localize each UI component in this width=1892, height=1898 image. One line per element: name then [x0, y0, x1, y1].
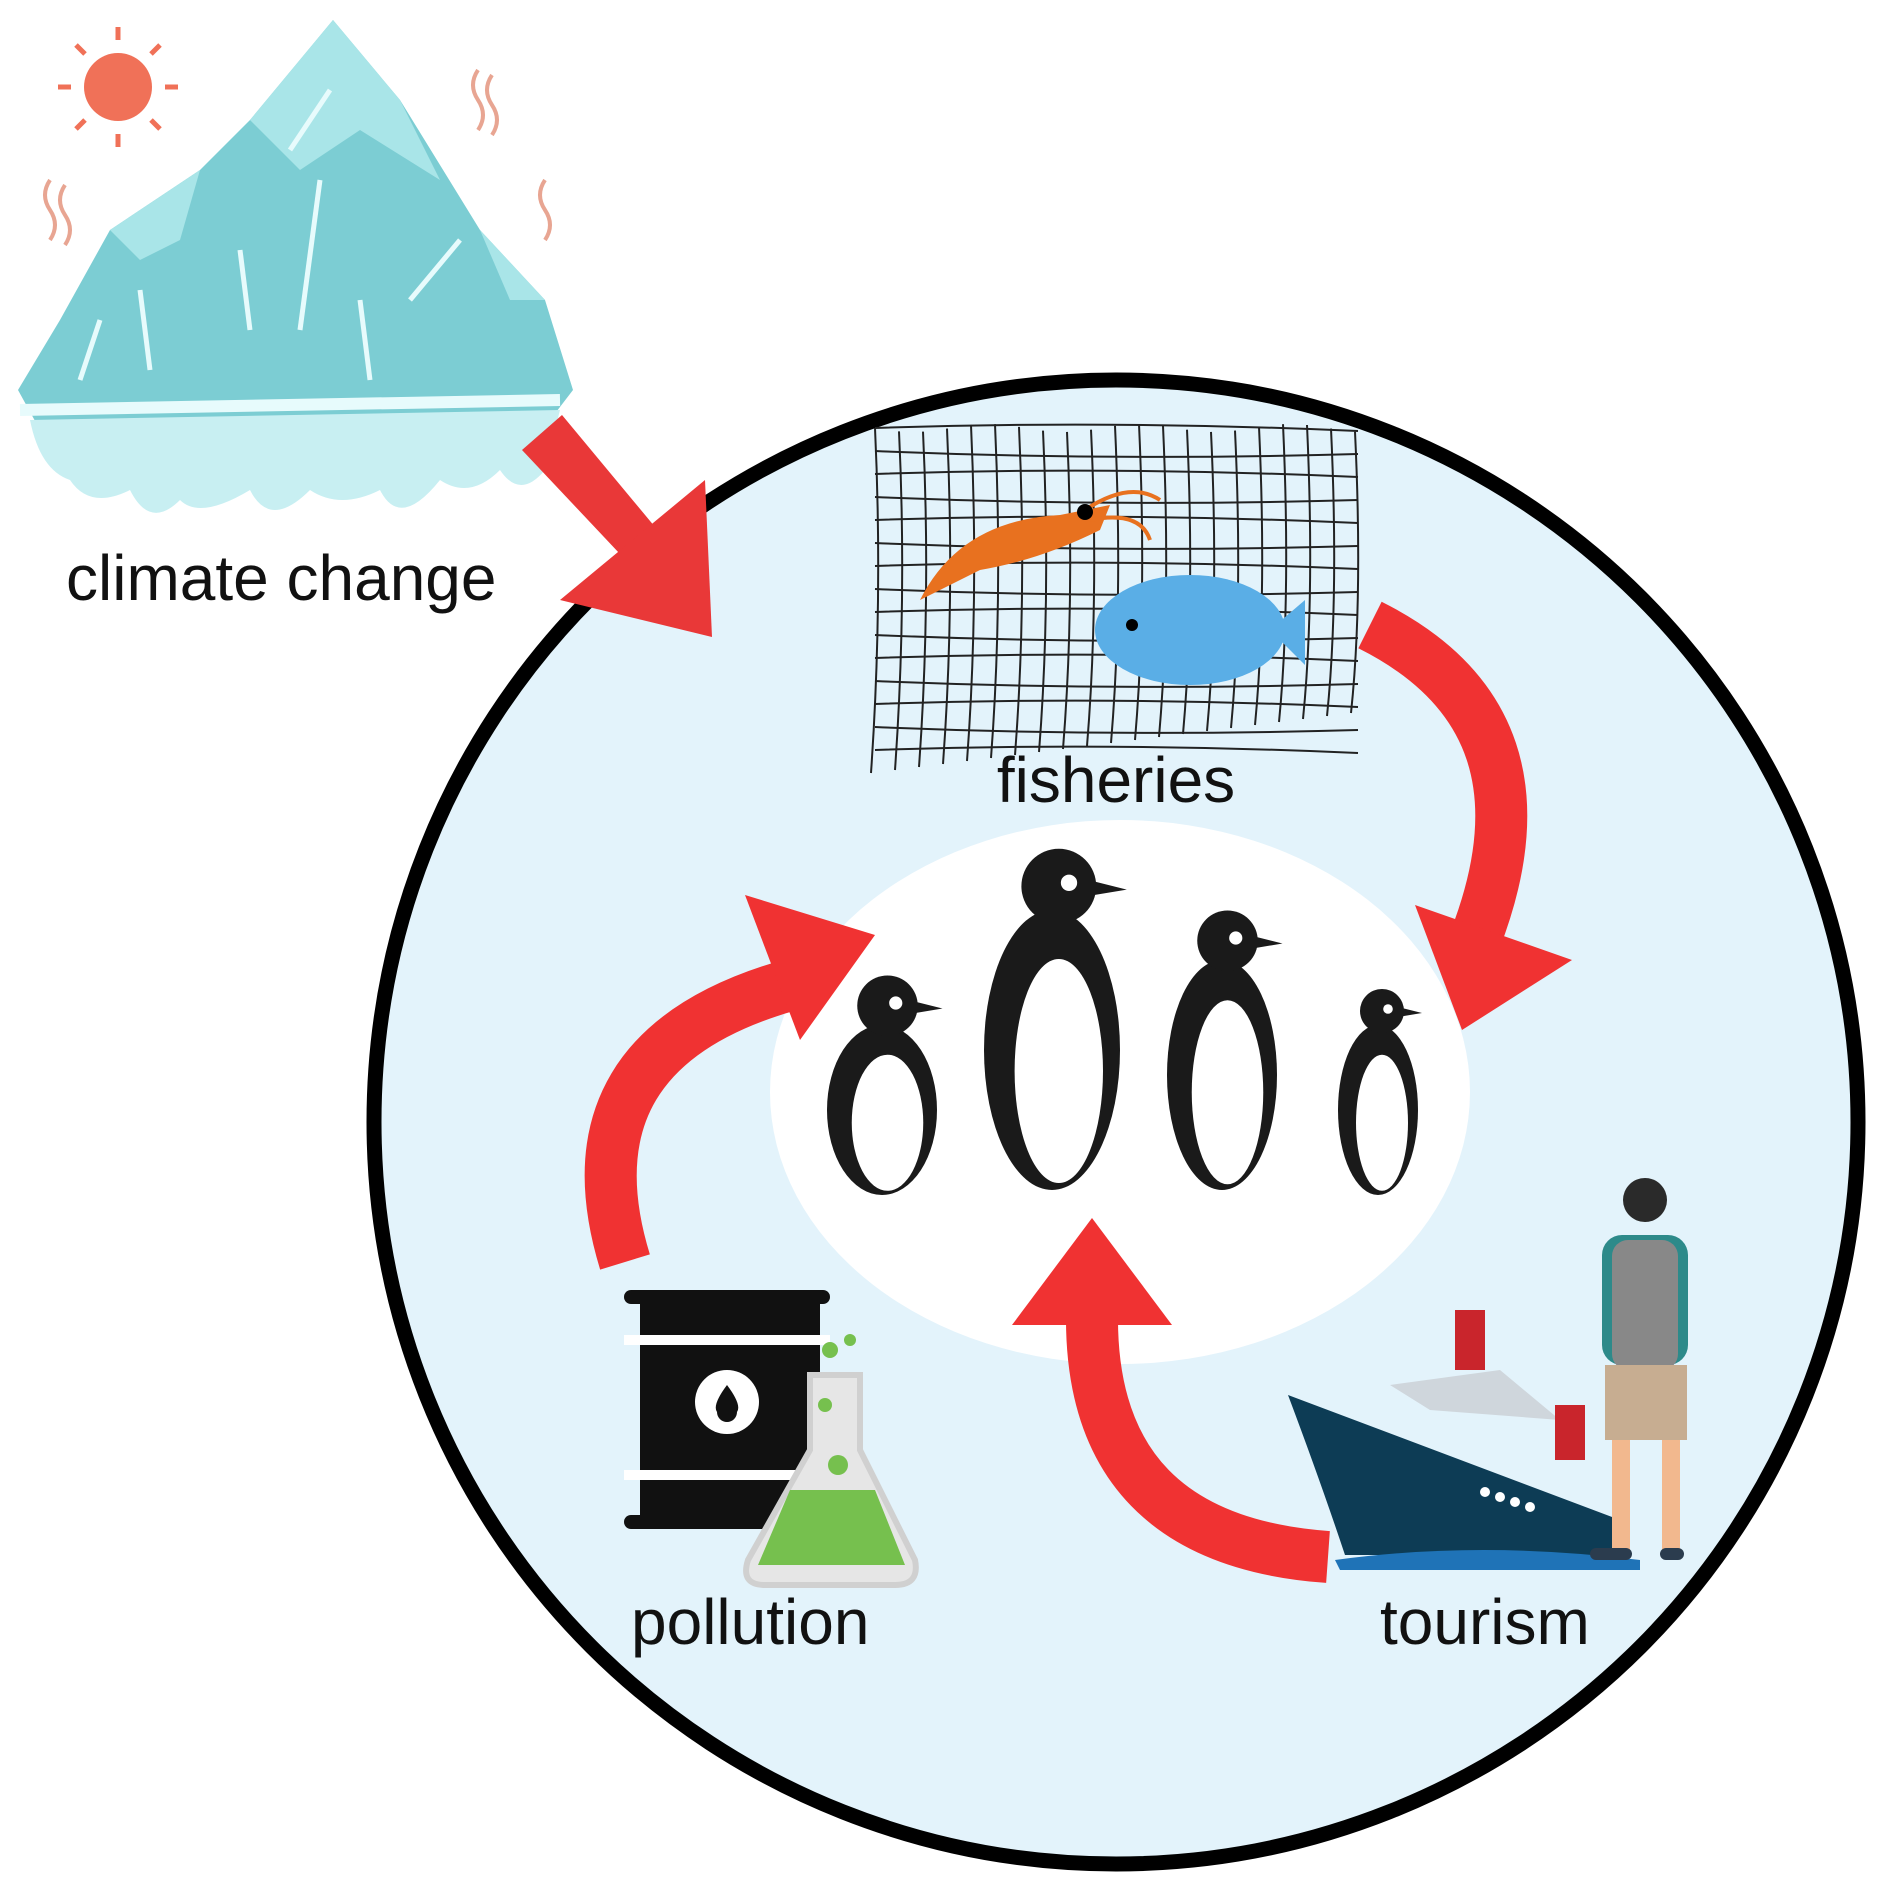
net-line	[1038, 430, 1048, 753]
penguin-habitat-ellipse	[770, 820, 1470, 1364]
penguins-icon	[827, 848, 1422, 1195]
net-line	[894, 431, 904, 771]
penguin	[827, 975, 943, 1195]
flask-icon	[743, 1334, 919, 1588]
net-line	[1014, 426, 1024, 756]
shrimp-icon	[920, 490, 1162, 600]
label-pollution: pollution	[631, 1586, 869, 1658]
net-line	[874, 561, 1359, 570]
penguin	[984, 848, 1127, 1190]
penguin	[1338, 989, 1422, 1195]
label-fisheries: fisheries	[997, 744, 1235, 816]
heat-waves-icon	[43, 68, 552, 247]
iceberg-icon	[18, 20, 573, 513]
fishing-net-icon	[870, 423, 1360, 774]
label-tourism: tourism	[1380, 1586, 1590, 1658]
net-line	[874, 588, 1359, 596]
net-line	[874, 699, 1359, 708]
tourist-icon	[1590, 1178, 1688, 1560]
net-line	[990, 424, 1000, 759]
net-line	[918, 431, 928, 768]
sun-icon	[58, 27, 178, 147]
tourism-arrow	[1012, 1218, 1330, 1583]
net-line	[942, 428, 952, 765]
pollution-arrow	[584, 895, 875, 1270]
net-line	[1278, 424, 1288, 723]
climate-arrow	[522, 415, 712, 637]
net-line	[1254, 426, 1264, 726]
net-line	[874, 496, 1359, 504]
net-line	[874, 726, 1359, 734]
net-line	[874, 680, 1359, 688]
net-line	[874, 542, 1359, 550]
net-line	[874, 450, 1359, 458]
net-line	[1302, 424, 1312, 720]
net-line	[874, 469, 1359, 478]
penguin	[1167, 910, 1283, 1190]
cruise-ship-icon	[1288, 1310, 1640, 1570]
label-climate-change: climate change	[66, 542, 496, 614]
fisheries-arrow	[1358, 601, 1572, 1030]
net-line	[874, 745, 1359, 754]
net-line	[874, 423, 1359, 432]
fish-icon	[1095, 575, 1305, 685]
